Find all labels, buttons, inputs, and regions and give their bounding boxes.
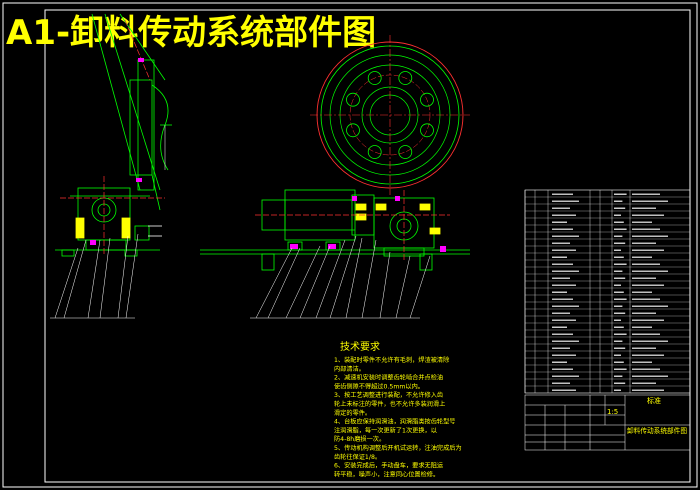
title-block-scale: 1:5 [607, 408, 618, 416]
title-block-drawing-name: 卸料传动系统部件图 [627, 426, 687, 435]
title-block [524, 394, 691, 451]
tech-req-line: 防4-8h磨损一次。 [334, 435, 385, 443]
bom-table [524, 189, 691, 394]
tech-req-line: 转平稳，噪声小，注意同心位置检修。 [334, 470, 439, 478]
bolt-hole [346, 92, 360, 107]
gear-bolt-holes [346, 71, 434, 159]
bom-frame [524, 189, 691, 394]
tech-req-line: 使齿侧隙不得超过0.5mm以内。 [334, 382, 424, 390]
left-view-part-markers [90, 58, 144, 245]
left-view-hidden-lines [60, 19, 165, 255]
tech-req-line: 4、台板应保持润滑油，润滑脂类按齿轮型号 [334, 418, 456, 426]
bolt-hole [420, 92, 434, 107]
tech-req-line: 2、减速机安装时调整齿轮啮合并点检油 [334, 374, 443, 382]
tech-req-line: 注润滑脂，每一次更新了1次更换，以 [334, 426, 437, 434]
front-view-part-markers [290, 196, 446, 252]
bolt-hole [367, 145, 382, 159]
sheet-title: A1-卸料传动系统部件图 [6, 13, 376, 53]
bolt-hole [346, 123, 360, 138]
tech-req-line: 6、安装完成后，手动盘车，要求无阻运 [334, 462, 443, 470]
front-view-hidden-lines [255, 190, 450, 262]
tech-req-line: 齿轮往保证1/8。 [334, 453, 381, 461]
tech-req-line: 3、按工艺调整进行装配，不允许修入齿 [334, 391, 443, 399]
bolt-hole [398, 71, 413, 85]
bolt-hole [367, 71, 382, 85]
large-gear-view [310, 35, 470, 195]
tech-req-line: 滑定的零件。 [334, 409, 371, 417]
title-block-material: 标准 [647, 396, 661, 405]
leader-lines [50, 233, 431, 319]
tech-req-heading: 技术要求 [340, 340, 380, 353]
technical-requirements: 技术要求 1、装配时零件不允许有毛刺，焊渣被清除 内部清洁。2、减速机安装时调整… [334, 340, 462, 478]
bolt-hole [398, 145, 413, 159]
tech-req-line: 5、传动机构调整后开机试运转，注油完成后为 [334, 444, 462, 452]
tech-req-line: 1、装配时零件不允许有毛刺，焊渣被清除 [334, 356, 450, 364]
tech-req-line: 内部清洁。 [334, 365, 365, 373]
tech-req-line: 轮上未标注的零件，也不允许多装润滑上 [334, 400, 445, 408]
bolt-hole [420, 123, 434, 138]
